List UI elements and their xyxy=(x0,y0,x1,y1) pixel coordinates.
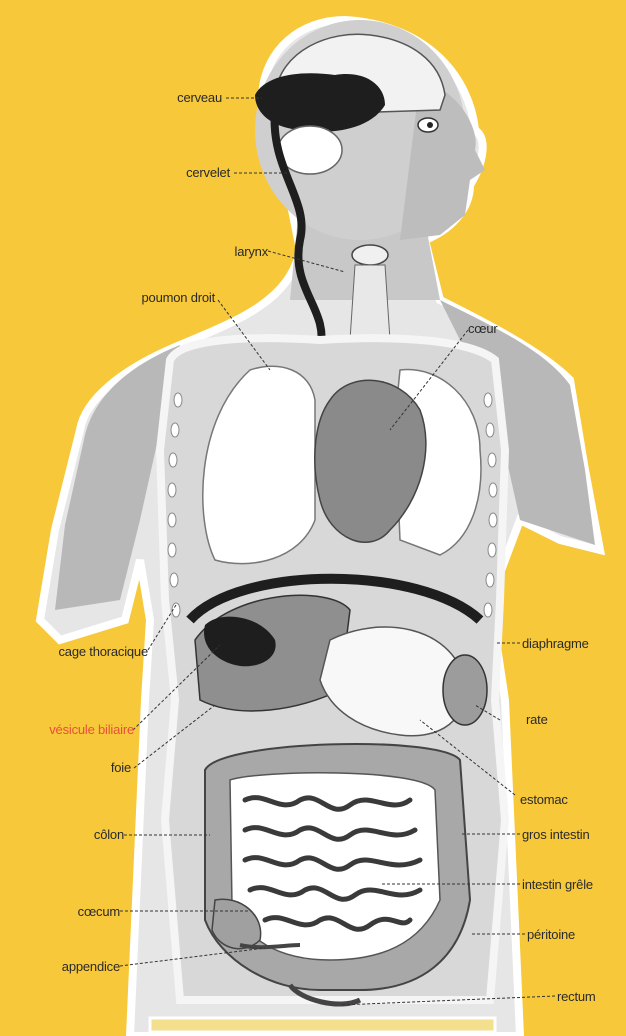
label-appendice: appendice xyxy=(62,959,120,974)
label-poumon-droit: poumon droit xyxy=(142,290,215,305)
label-foie: foie xyxy=(111,760,131,775)
appendice-organ xyxy=(240,945,300,947)
label-caecum: cœcum xyxy=(78,904,120,919)
label-gros-intestin: gros intestin xyxy=(522,827,590,842)
label-vesicule-biliaire: vésicule biliaire xyxy=(49,722,134,737)
label-cage-thoracique: cage thoracique xyxy=(58,644,148,659)
label-coeur: cœur xyxy=(468,321,498,336)
label-estomac: estomac xyxy=(520,792,568,807)
label-colon: côlon xyxy=(94,827,124,842)
label-rate: rate xyxy=(526,712,548,727)
label-intestin-grele: intestin grêle xyxy=(522,877,593,892)
label-rectum: rectum xyxy=(557,989,596,1004)
label-diaphragme: diaphragme xyxy=(522,636,589,651)
pelvis-band xyxy=(150,1018,495,1032)
larynx-organ xyxy=(352,245,388,265)
label-peritoine: péritoine xyxy=(527,927,575,942)
rate-organ xyxy=(443,655,487,725)
trachea xyxy=(350,265,390,340)
label-cerveau: cerveau xyxy=(177,90,222,105)
label-larynx: larynx xyxy=(235,244,268,259)
pupil xyxy=(427,122,433,128)
label-cervelet: cervelet xyxy=(186,165,230,180)
